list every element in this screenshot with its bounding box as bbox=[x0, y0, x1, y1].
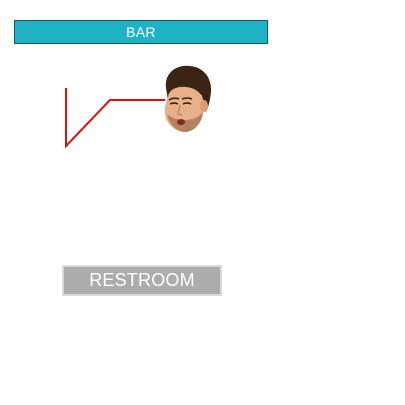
brow-right bbox=[181, 97, 193, 100]
mouth-shape bbox=[177, 119, 185, 125]
ear-shape bbox=[200, 100, 208, 112]
eye-left bbox=[169, 102, 179, 105]
path-line bbox=[65, 88, 165, 149]
restroom-sign: RESTROOM bbox=[62, 265, 222, 296]
player-head-avatar[interactable] bbox=[158, 62, 214, 134]
brow-left bbox=[168, 97, 180, 101]
eye-right bbox=[182, 102, 192, 105]
restroom-label: RESTROOM bbox=[89, 270, 195, 290]
bar-sign: BAR bbox=[14, 20, 268, 44]
bar-label: BAR bbox=[126, 24, 156, 40]
nose-shape bbox=[177, 104, 183, 116]
